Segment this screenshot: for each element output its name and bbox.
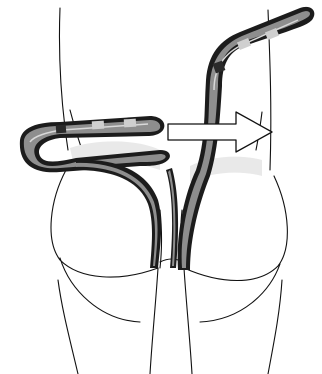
band-marker-light-1 xyxy=(92,121,105,130)
band-marker-light-2 xyxy=(124,119,137,128)
band-marker-dark-1 xyxy=(56,125,67,134)
